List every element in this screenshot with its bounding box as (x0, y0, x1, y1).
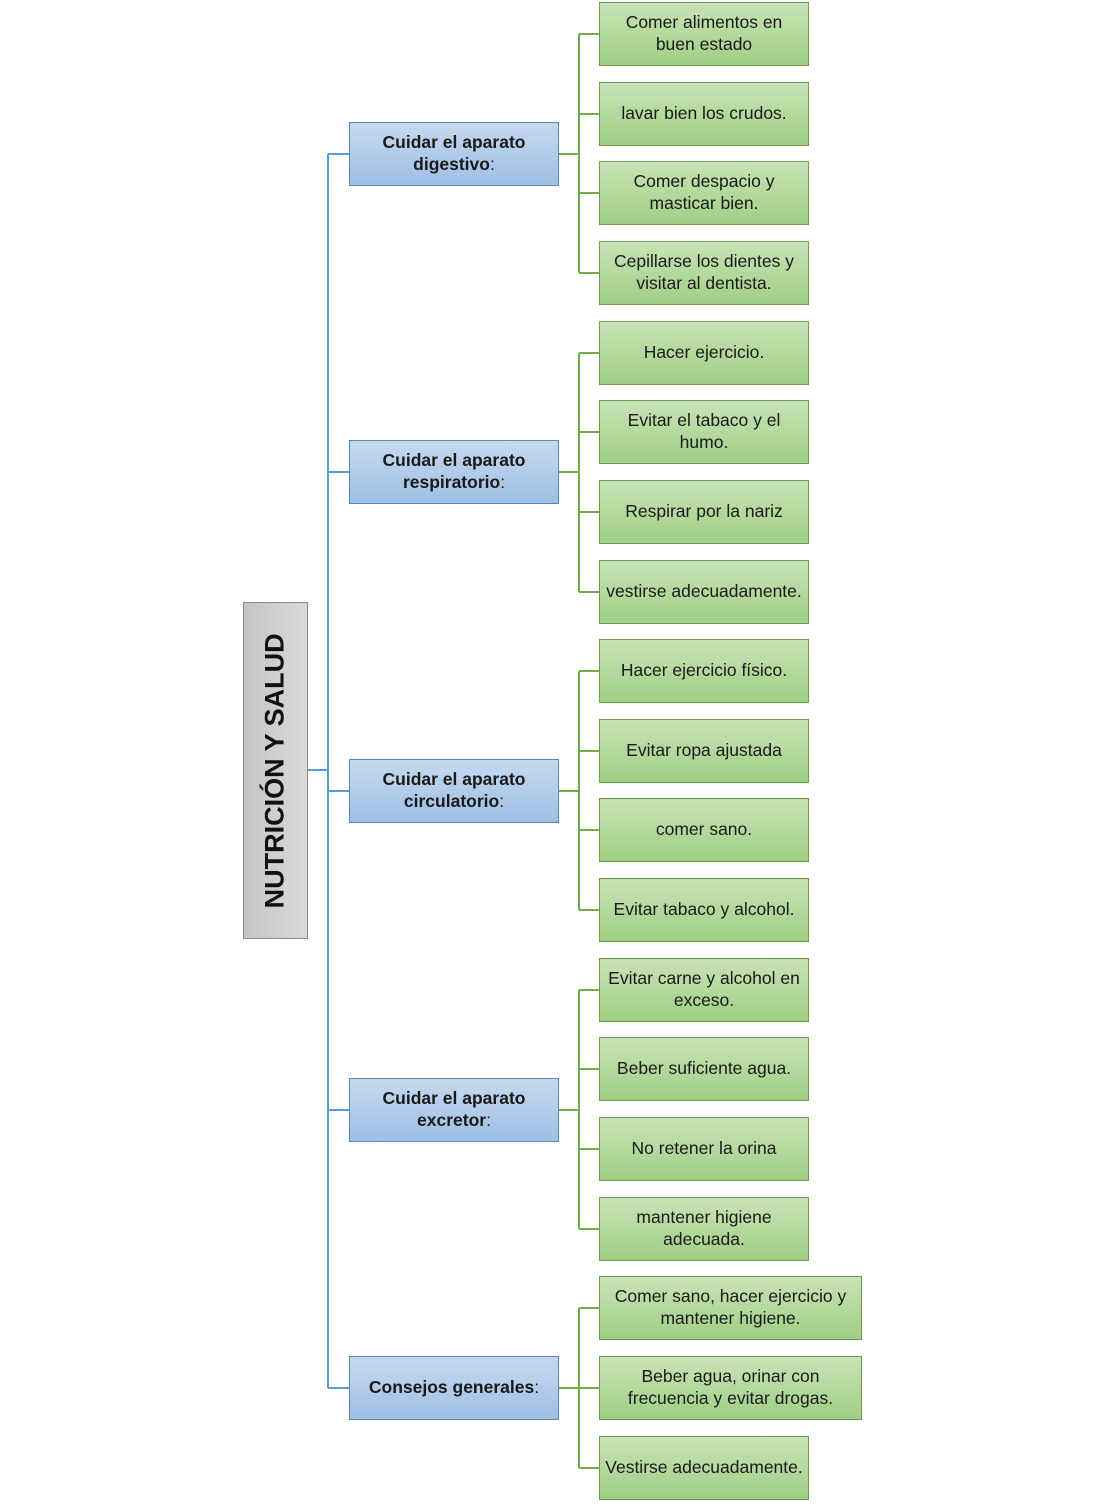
leaf-node: Comer sano, hacer ejercicio y mantener h… (599, 1276, 862, 1340)
leaf-label: Evitar ropa ajustada (626, 740, 782, 761)
root-node: NUTRICIÓN Y SALUD (243, 602, 308, 939)
leaf-node: Evitar ropa ajustada (599, 719, 809, 783)
category-suffix: : (500, 472, 506, 492)
category-suffix: : (489, 154, 495, 174)
leaf-node: comer sano. (599, 798, 809, 862)
category-text: Cuidar el aparato respiratorio: (350, 450, 558, 494)
leaf-node: Comer alimentos en buen estado (599, 2, 809, 66)
category-node: Cuidar el aparato circulatorio: (349, 759, 559, 823)
leaf-node: Comer despacio y masticar bien. (599, 161, 809, 225)
category-label: Cuidar el aparato respiratorio (382, 450, 526, 492)
leaf-node: Cepillarse los dientes y visitar al dent… (599, 241, 809, 305)
category-node: Consejos generales: (349, 1356, 559, 1420)
category-label: Cuidar el aparato circulatorio (382, 769, 526, 811)
leaf-label: Hacer ejercicio. (643, 342, 765, 363)
leaf-label: Comer despacio y masticar bien. (633, 171, 775, 213)
leaf-node: Evitar carne y alcohol en exceso. (599, 958, 809, 1022)
category-suffix: : (534, 1377, 540, 1398)
leaf-label: Evitar carne y alcohol en exceso. (608, 968, 800, 1010)
category-node: Cuidar el aparato digestivo: (349, 122, 559, 186)
leaf-node: mantener higiene adecuada. (599, 1197, 809, 1261)
leaf-label: Comer alimentos en buen estado (625, 12, 783, 54)
leaf-node: lavar bien los crudos. (599, 82, 809, 146)
leaf-label: comer sano. (655, 819, 753, 840)
leaf-label: Respirar por la nariz (625, 501, 783, 522)
leaf-label: Evitar tabaco y alcohol. (613, 899, 795, 920)
leaf-label: Vestirse adecuadamente. (605, 1457, 803, 1478)
leaf-label: Comer sano, hacer ejercicio y mantener h… (614, 1286, 847, 1328)
leaf-node: Hacer ejercicio físico. (599, 639, 809, 703)
category-suffix: : (499, 791, 505, 811)
leaf-label: Evitar el tabaco y el humo. (627, 410, 781, 452)
leaf-label: Hacer ejercicio físico. (620, 660, 788, 681)
leaf-node: Hacer ejercicio. (599, 321, 809, 385)
category-text: Cuidar el aparato circulatorio: (350, 769, 558, 813)
leaf-node: Beber agua, orinar con frecuencia y evit… (599, 1356, 862, 1420)
leaf-label: Beber suficiente agua. (616, 1058, 792, 1079)
leaf-node: vestirse adecuadamente. (599, 560, 809, 624)
leaf-node: Evitar el tabaco y el humo. (599, 400, 809, 464)
category-label: Cuidar el aparato excretor (382, 1088, 526, 1130)
leaf-node: Beber suficiente agua. (599, 1037, 809, 1101)
leaf-node: Respirar por la nariz (599, 480, 809, 544)
leaf-label: lavar bien los crudos. (621, 103, 787, 124)
category-node: Cuidar el aparato excretor: (349, 1078, 559, 1142)
leaf-label: vestirse adecuadamente. (606, 581, 802, 602)
category-node: Cuidar el aparato respiratorio: (349, 440, 559, 504)
category-text: Consejos generales: (369, 1377, 539, 1399)
leaf-label: mantener higiene adecuada. (636, 1207, 772, 1249)
leaf-node: No retener la orina (599, 1117, 809, 1181)
category-label: Cuidar el aparato digestivo (382, 132, 526, 174)
category-text: Cuidar el aparato excretor: (350, 1088, 558, 1132)
category-label: Consejos generales (368, 1377, 535, 1398)
leaf-label: Beber agua, orinar con frecuencia y evit… (627, 1366, 834, 1408)
category-suffix: : (486, 1110, 491, 1130)
root-label: NUTRICIÓN Y SALUD (259, 632, 290, 909)
category-text: Cuidar el aparato digestivo: (350, 132, 558, 176)
leaf-node: Vestirse adecuadamente. (599, 1436, 809, 1500)
leaf-node: Evitar tabaco y alcohol. (599, 878, 809, 942)
leaf-label: No retener la orina (631, 1138, 777, 1159)
leaf-label: Cepillarse los dientes y visitar al dent… (614, 251, 794, 293)
